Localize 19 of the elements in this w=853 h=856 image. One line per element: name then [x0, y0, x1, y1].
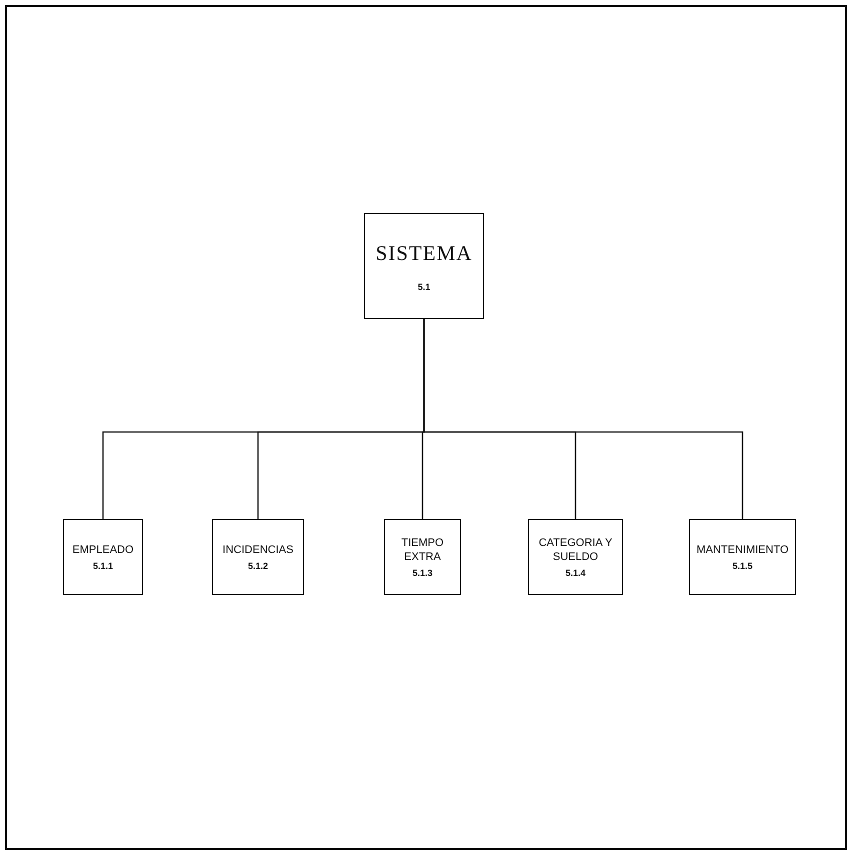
box-title: EMPLEADO [72, 542, 134, 558]
box-title: MANTENIMIENTO [696, 542, 789, 558]
connector-line [423, 319, 744, 519]
process-box [63, 519, 143, 595]
box-number: 5.1.5 [732, 561, 753, 572]
box-number: 5.1.3 [412, 568, 433, 578]
box-title: CATEGORIA Y SUELDO [538, 536, 614, 564]
process-box [528, 519, 623, 595]
box-number: 5.1.1 [92, 561, 114, 572]
box-number: 5.1.2 [248, 561, 268, 572]
box-number: 5.1 [418, 282, 430, 292]
process-box [212, 519, 304, 595]
process-box [364, 213, 484, 319]
process-box [689, 519, 796, 595]
box-title: INCIDENCIAS [222, 542, 294, 558]
box-number: 5.1.4 [565, 568, 586, 578]
box-title: SISTEMA [376, 240, 472, 268]
box-title: TIEMPO EXTRA [400, 536, 445, 564]
process-box [384, 519, 461, 595]
